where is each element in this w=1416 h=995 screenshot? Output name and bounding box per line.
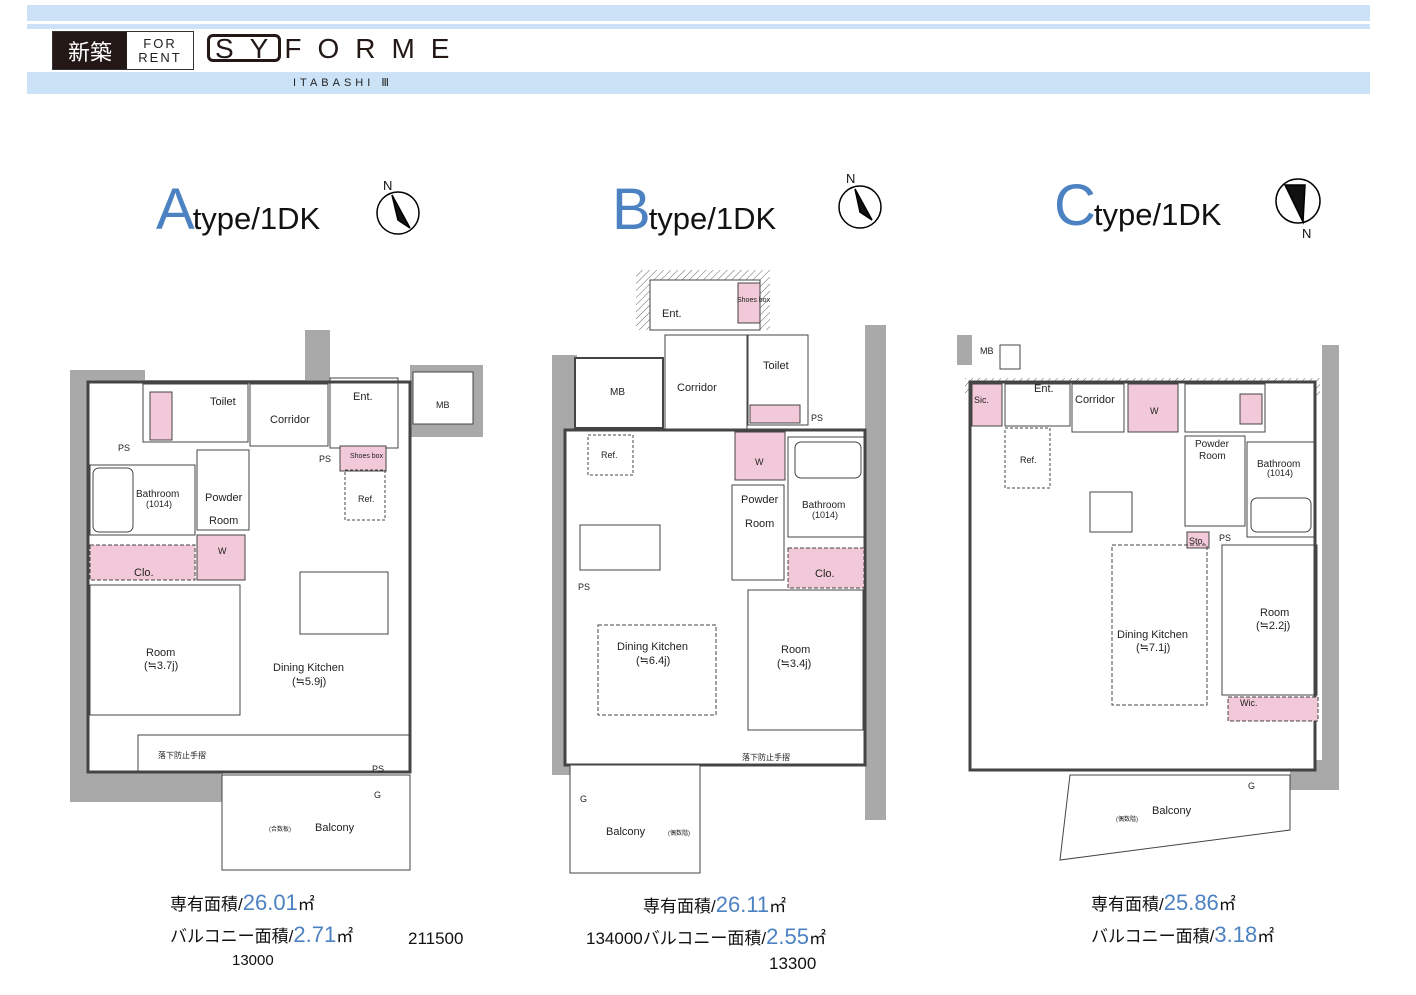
svg-text:Ref.: Ref. xyxy=(1020,455,1037,465)
svg-text:Bathroom: Bathroom xyxy=(802,500,845,511)
unit-b-title: Btype/1DK xyxy=(612,177,777,242)
unit-c-title: Ctype/1DK xyxy=(1054,173,1222,238)
svg-text:Room: Room xyxy=(781,644,810,656)
svg-text:(合数板): (合数板) xyxy=(269,825,291,833)
floor-plan-a: Toilet Corridor Ent. MB PS PS Shoes box … xyxy=(70,330,483,871)
unit-a-extra-number: 211500 xyxy=(408,929,464,948)
svg-text:PS: PS xyxy=(1219,533,1231,543)
svg-text:Powder: Powder xyxy=(205,492,243,504)
svg-text:Clo.: Clo. xyxy=(134,567,154,579)
svg-text:W: W xyxy=(755,457,764,467)
svg-text:Room: Room xyxy=(1260,607,1289,619)
svg-text:PS: PS xyxy=(118,443,130,453)
svg-text:Ref.: Ref. xyxy=(601,450,618,460)
svg-text:Wic.: Wic. xyxy=(1240,698,1258,708)
svg-text:(≒6.4j): (≒6.4j) xyxy=(636,655,670,667)
svg-text:Ref.: Ref. xyxy=(358,494,375,504)
svg-text:MB: MB xyxy=(436,400,450,410)
svg-text:落下防止手摺: 落下防止手摺 xyxy=(158,750,206,760)
svg-text:Ent.: Ent. xyxy=(353,391,373,403)
svg-text:(≒7.1j): (≒7.1j) xyxy=(1136,642,1170,654)
svg-text:(1014): (1014) xyxy=(146,499,172,509)
svg-text:Room: Room xyxy=(745,518,774,530)
svg-text:MB: MB xyxy=(610,387,625,398)
svg-text:Room: Room xyxy=(1199,451,1226,462)
new-label: 新築 xyxy=(53,32,127,69)
svg-text:Sto.: Sto. xyxy=(1189,536,1205,546)
svg-text:(≒3.7j): (≒3.7j) xyxy=(144,660,178,672)
svg-text:W: W xyxy=(1150,406,1159,416)
compass-c-icon: N xyxy=(1275,178,1321,241)
compass-b-icon: N xyxy=(838,171,882,229)
unit-a-title: Atype/1DK xyxy=(156,177,321,242)
svg-text:(偶数階): (偶数階) xyxy=(668,829,690,837)
svg-text:Dining Kitchen: Dining Kitchen xyxy=(1117,629,1188,641)
svg-text:Balcony: Balcony xyxy=(606,826,646,838)
unit-a-floor-area: 専有面積/26.01㎡ xyxy=(170,890,315,915)
svg-text:Toilet: Toilet xyxy=(210,396,236,408)
svg-text:MB: MB xyxy=(980,346,994,356)
svg-text:Corridor: Corridor xyxy=(270,414,310,426)
svg-text:(≒3.4j): (≒3.4j) xyxy=(777,658,811,670)
svg-text:G: G xyxy=(374,790,381,800)
sub-band xyxy=(27,72,1370,94)
svg-text:Shoes box: Shoes box xyxy=(350,453,384,460)
unit-a-overlap-number: 13000 xyxy=(232,952,274,969)
svg-text:(≒5.9j): (≒5.9j) xyxy=(292,676,326,688)
svg-text:(1014): (1014) xyxy=(812,510,838,520)
svg-text:N: N xyxy=(383,178,392,193)
svg-text:Sic.: Sic. xyxy=(974,395,989,405)
brand-logo: SYFORME xyxy=(207,33,487,65)
svg-text:Clo.: Clo. xyxy=(815,568,835,580)
svg-text:N: N xyxy=(1302,226,1311,241)
svg-text:Powder: Powder xyxy=(1195,439,1230,450)
unit-a-balcony-area: バルコニー面積/2.71㎡ xyxy=(170,922,354,947)
svg-text:G: G xyxy=(1248,781,1255,791)
brand-name: SYFORME xyxy=(215,33,466,64)
svg-text:Dining Kitchen: Dining Kitchen xyxy=(617,641,688,653)
svg-text:Bathroom: Bathroom xyxy=(136,489,179,500)
svg-text:W: W xyxy=(218,546,227,556)
svg-text:Toilet: Toilet xyxy=(763,360,789,372)
svg-text:N: N xyxy=(846,171,855,186)
svg-text:Corridor: Corridor xyxy=(1075,394,1115,406)
unit-b-balcony-area: 134000バルコニー面積/2.55㎡ xyxy=(586,924,826,949)
rent-label: RENT xyxy=(138,49,182,65)
svg-text:Balcony: Balcony xyxy=(315,822,355,834)
svg-text:PS: PS xyxy=(811,413,823,423)
svg-text:(≒2.2j): (≒2.2j) xyxy=(1256,620,1290,632)
svg-text:Ent.: Ent. xyxy=(662,308,682,320)
svg-text:Balcony: Balcony xyxy=(1152,805,1192,817)
svg-text:落下防止手摺: 落下防止手摺 xyxy=(742,752,790,762)
unit-b-overlap-number: 13300 xyxy=(769,954,817,973)
svg-text:PS: PS xyxy=(319,454,331,464)
svg-text:G: G xyxy=(580,794,587,804)
compass-a-icon: N xyxy=(376,178,420,235)
svg-text:Powder: Powder xyxy=(741,494,779,506)
svg-text:Dining Kitchen: Dining Kitchen xyxy=(273,662,344,674)
top-band xyxy=(27,5,1370,21)
floor-plan-b: Ent. Shoes box MB Corridor Toilet PS Ref… xyxy=(552,270,886,874)
svg-text:Ent.: Ent. xyxy=(1034,383,1054,395)
svg-text:(偶数階): (偶数階) xyxy=(1116,815,1138,823)
svg-text:(1014): (1014) xyxy=(1267,468,1293,478)
svg-text:PS: PS xyxy=(578,582,590,592)
for-label: FOR xyxy=(143,35,177,51)
svg-text:Bathroom: Bathroom xyxy=(1257,459,1300,470)
svg-text:Room: Room xyxy=(209,515,238,527)
unit-c-balcony-area: バルコニー面積/3.18㎡ xyxy=(1091,922,1275,947)
svg-text:Room: Room xyxy=(146,647,175,659)
unit-c-floor-area: 専有面積/25.86㎡ xyxy=(1091,890,1236,915)
svg-text:Shoes box: Shoes box xyxy=(737,297,771,304)
brand-logo-frame xyxy=(207,34,281,62)
svg-text:Corridor: Corridor xyxy=(677,382,717,394)
unit-b-floor-area: 専有面積/26.11㎡ xyxy=(643,892,787,917)
floor-plan-c: MB Sic. Ent. Corridor Ref. W Powder Room… xyxy=(957,335,1339,861)
svg-text:PS: PS xyxy=(372,764,384,774)
location-label: ITABASHI Ⅲ xyxy=(293,77,393,89)
top-band-thin xyxy=(27,24,1370,29)
